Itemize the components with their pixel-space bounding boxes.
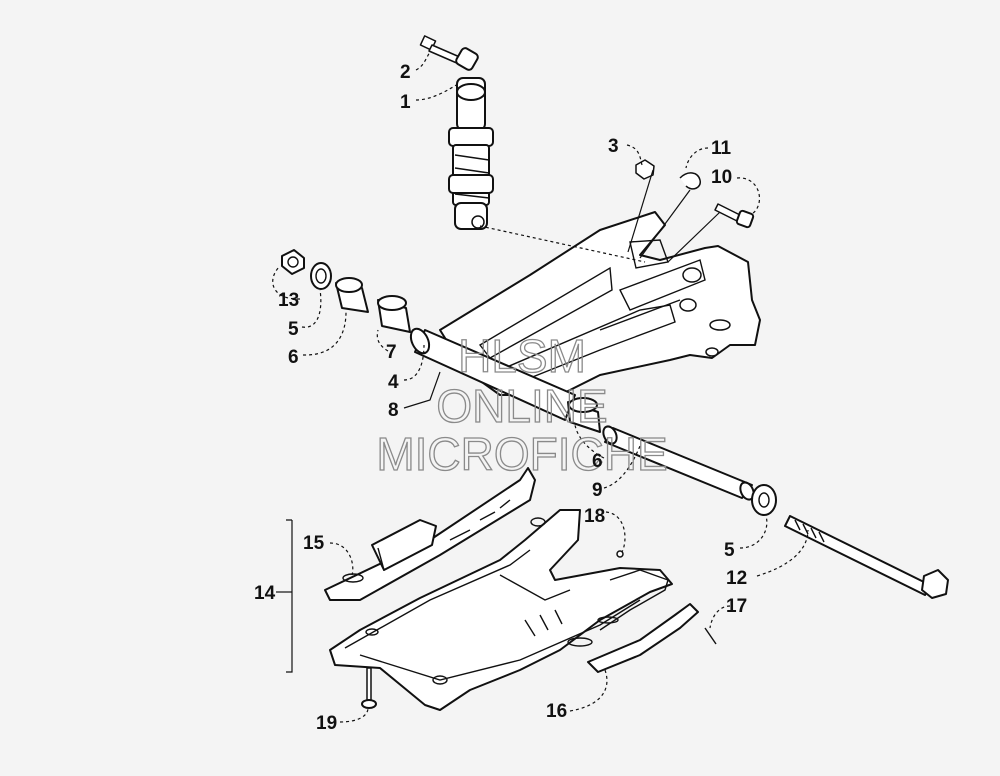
callout-19: 19	[316, 713, 337, 734]
shock-absorber	[448, 77, 494, 230]
slide-rail-15	[324, 467, 536, 601]
callout-2: 2	[400, 62, 411, 83]
leader-lines	[272, 51, 809, 723]
swing-arm	[439, 211, 761, 396]
nut-3	[635, 159, 655, 180]
nut-13	[281, 249, 305, 275]
bushing-6-left	[335, 277, 369, 313]
bolt-10	[714, 203, 755, 229]
callout-12: 12	[726, 568, 747, 589]
callout-3: 3	[608, 136, 619, 157]
callout-11: 11	[711, 138, 732, 159]
callout-13: 13	[278, 290, 299, 311]
bolt-12	[784, 515, 949, 599]
watermark-line-2: ONLINE	[436, 380, 607, 432]
callout-6-right: 6	[592, 451, 603, 472]
shock-bolt	[419, 35, 479, 71]
watermark-line-1: HLSM	[458, 330, 586, 382]
callout-8: 8	[388, 400, 399, 421]
callout-9: 9	[592, 480, 603, 501]
callout-6-left: 6	[288, 347, 299, 368]
shaft-9	[602, 425, 755, 501]
callout-18: 18	[584, 506, 605, 527]
clip-11	[679, 172, 701, 190]
callout-7: 7	[386, 342, 397, 363]
callout-5-right: 5	[724, 540, 735, 561]
callout-17: 17	[726, 596, 747, 617]
callout-14: 14	[254, 583, 276, 604]
callout-4: 4	[388, 372, 399, 393]
callout-10: 10	[711, 167, 732, 188]
rivet-18	[616, 550, 624, 558]
wear-strip-16	[587, 569, 699, 673]
callout-16: 16	[546, 701, 567, 722]
screw-19	[361, 667, 377, 709]
callout-1: 1	[400, 92, 411, 113]
bushing-7	[377, 295, 411, 333]
callout-15: 15	[303, 533, 325, 554]
callout-labels: 2 1 3 11 10 13 5 6 7 4 8 6 9 18 15 5 12 …	[254, 62, 747, 734]
pin-17	[704, 627, 717, 645]
slide-plate	[329, 509, 673, 711]
washer-5-right	[751, 484, 777, 516]
watermark-line-3: MICROFICHE	[376, 428, 667, 480]
callout-5-left: 5	[288, 319, 299, 340]
washer-5-left	[310, 262, 332, 290]
watermark: HLSM ONLINE MICROFICHE	[376, 329, 669, 480]
bushing-6-right	[567, 397, 601, 433]
